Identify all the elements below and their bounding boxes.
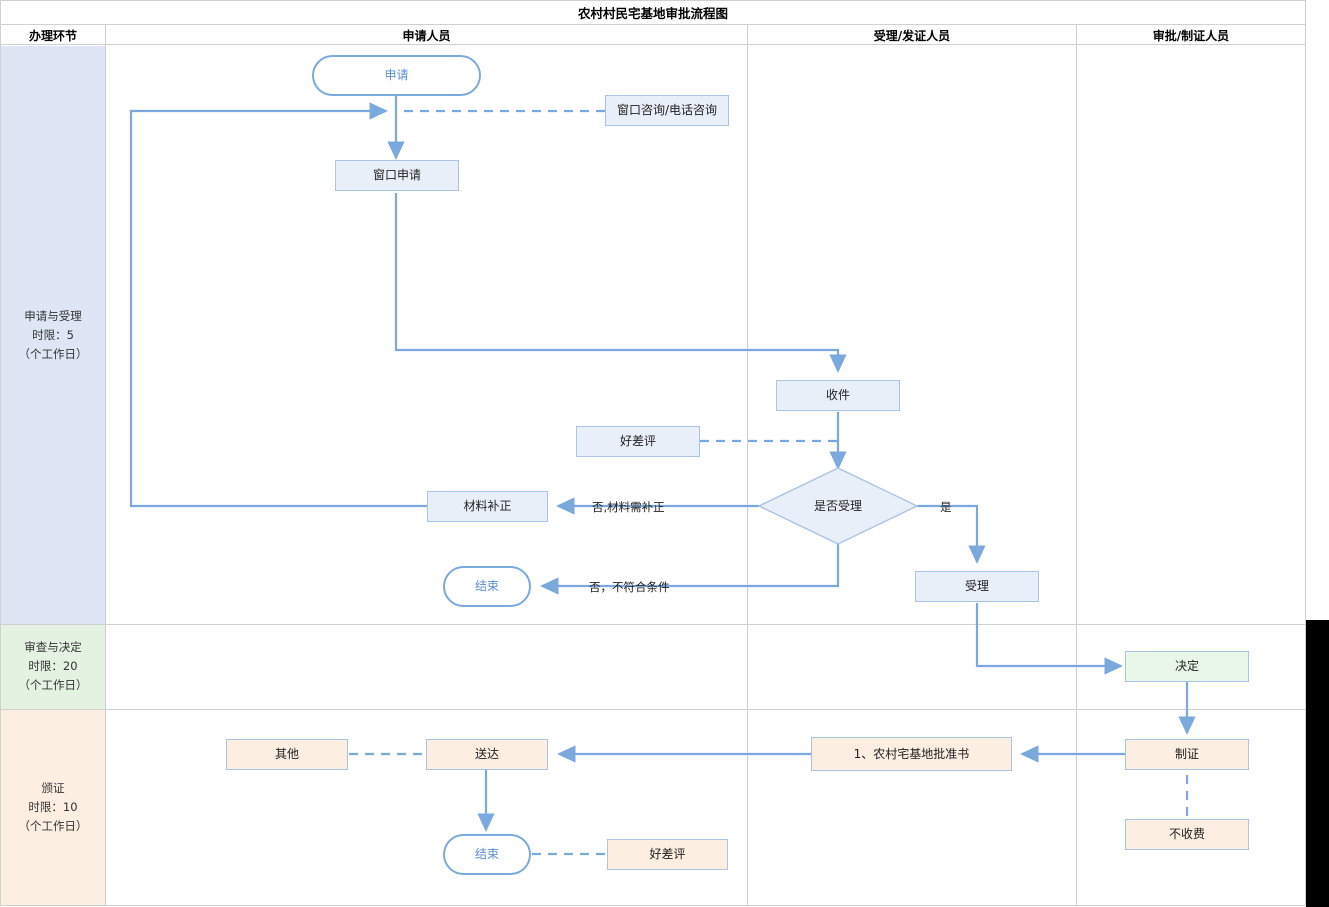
edge-label-yes: 是 bbox=[940, 500, 952, 514]
column-header-applicant: 申请人员 bbox=[402, 28, 451, 43]
node-end-1[interactable]: 结束 bbox=[443, 566, 531, 607]
edge-label-no-unqualified: 否，不符合条件 bbox=[589, 580, 670, 594]
lane-divider-stage bbox=[105, 45, 106, 906]
stage-2-unit: （个工作日） bbox=[18, 678, 88, 692]
node-window-consult[interactable]: 窗口咨询/电话咨询 bbox=[605, 95, 729, 126]
node-decide[interactable]: 决定 bbox=[1125, 651, 1249, 682]
edge-accept-to-decide bbox=[975, 603, 1123, 675]
node-decision-label[interactable]: 是否受理 bbox=[813, 498, 862, 513]
stage-divider-1 bbox=[0, 624, 1306, 625]
edge-label-no-fix: 否,材料需补正 bbox=[592, 500, 665, 514]
node-other[interactable]: 其他 bbox=[226, 739, 348, 770]
node-receive[interactable]: 收件 bbox=[776, 380, 900, 411]
stage-1-name: 申请与受理 bbox=[24, 308, 82, 323]
stage-3-limit: 时限：10 bbox=[28, 799, 78, 814]
edge-decision-to-end1 bbox=[540, 543, 840, 595]
node-approval-doc[interactable]: 1、农村宅基地批准书 bbox=[811, 737, 1012, 771]
lane-divider-applicant bbox=[747, 45, 748, 906]
chart-body bbox=[0, 45, 1306, 906]
column-header-approver: 审批/制证人员 bbox=[1152, 28, 1230, 43]
lane-divider-acceptor bbox=[1076, 45, 1077, 906]
node-deliver[interactable]: 送达 bbox=[426, 739, 548, 770]
edge-window-apply-to-receive bbox=[394, 193, 847, 373]
stage-2-limit: 时限：20 bbox=[28, 659, 78, 673]
node-end-2[interactable]: 结束 bbox=[443, 834, 531, 875]
column-header-stage: 办理环节 bbox=[28, 28, 77, 43]
header-divider-1 bbox=[105, 24, 106, 45]
node-review-rating-2[interactable]: 好差评 bbox=[607, 839, 728, 870]
stage-divider-2 bbox=[0, 709, 1306, 710]
node-review-rating-1[interactable]: 好差评 bbox=[576, 426, 700, 457]
decision-diamond-accept bbox=[757, 467, 919, 545]
node-no-fee[interactable]: 不收费 bbox=[1125, 819, 1249, 850]
stage-3-unit: （个工作日） bbox=[18, 818, 88, 833]
stage-row-3: 颁证 时限：10 （个工作日） bbox=[1, 709, 105, 905]
stage-1-limit: 时限：5 bbox=[32, 327, 74, 342]
header-divider-3 bbox=[1076, 24, 1077, 45]
header-divider-2 bbox=[747, 24, 748, 45]
screen-edge-artifact bbox=[1306, 620, 1329, 907]
stage-1-unit: （个工作日） bbox=[18, 346, 88, 361]
stage-3-name: 颁证 bbox=[41, 780, 65, 795]
page-title: 农村村民宅基地审批流程图 bbox=[0, 0, 1306, 24]
stage-row-1: 申请与受理 时限：5 （个工作日） bbox=[1, 46, 105, 624]
node-make-cert[interactable]: 制证 bbox=[1125, 739, 1249, 770]
column-header-acceptor: 受理/发证人员 bbox=[873, 28, 951, 43]
edge-decision-to-accept bbox=[917, 504, 986, 564]
edge-material-fix-loop bbox=[129, 102, 427, 508]
node-apply[interactable]: 申请 bbox=[312, 55, 481, 96]
stage-2-name: 审查与决定 bbox=[24, 640, 82, 654]
node-window-apply[interactable]: 窗口申请 bbox=[335, 160, 459, 191]
stage-row-2: 审查与决定 时限：20 （个工作日） bbox=[1, 624, 105, 709]
node-material-fix[interactable]: 材料补正 bbox=[427, 491, 548, 522]
node-accept[interactable]: 受理 bbox=[915, 571, 1039, 602]
column-header-row bbox=[0, 24, 1306, 45]
